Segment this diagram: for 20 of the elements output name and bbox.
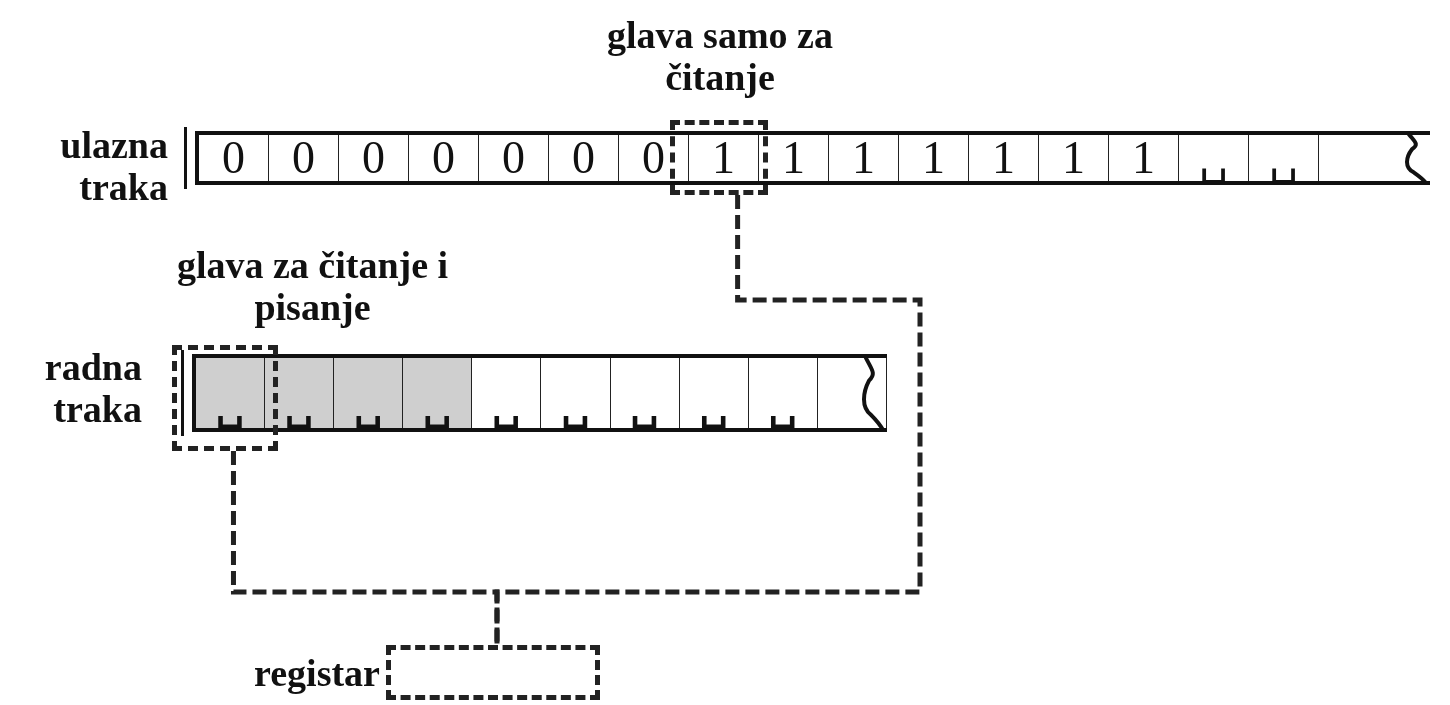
tape-symbol: 0 bbox=[362, 133, 385, 183]
register-label: registar bbox=[253, 652, 380, 694]
tape-symbol: 0 bbox=[642, 133, 665, 183]
head-label: glava samo za čitanje bbox=[606, 14, 834, 98]
tape-symbol: 1 bbox=[852, 133, 875, 183]
tape-symbol: 0 bbox=[292, 133, 315, 183]
tape-symbol: 1 bbox=[922, 133, 945, 183]
tape-label: ulazna traka bbox=[59, 124, 168, 208]
tape-symbol: 0 bbox=[572, 133, 595, 183]
tape-symbol: 1 bbox=[712, 133, 735, 183]
tape-symbol: 1 bbox=[782, 133, 805, 183]
tape-symbol: 0 bbox=[222, 133, 245, 183]
tape-symbol: 1 bbox=[992, 133, 1015, 183]
tape-label: radna traka bbox=[43, 346, 142, 430]
connector bbox=[494, 195, 923, 645]
tape-symbol: 0 bbox=[432, 133, 455, 183]
tape-symbol: 1 bbox=[1062, 133, 1085, 183]
head-label: glava za čitanje i pisanje bbox=[175, 244, 450, 328]
tape-symbol: 0 bbox=[502, 133, 525, 183]
tape-symbol: 1 bbox=[1132, 133, 1155, 183]
